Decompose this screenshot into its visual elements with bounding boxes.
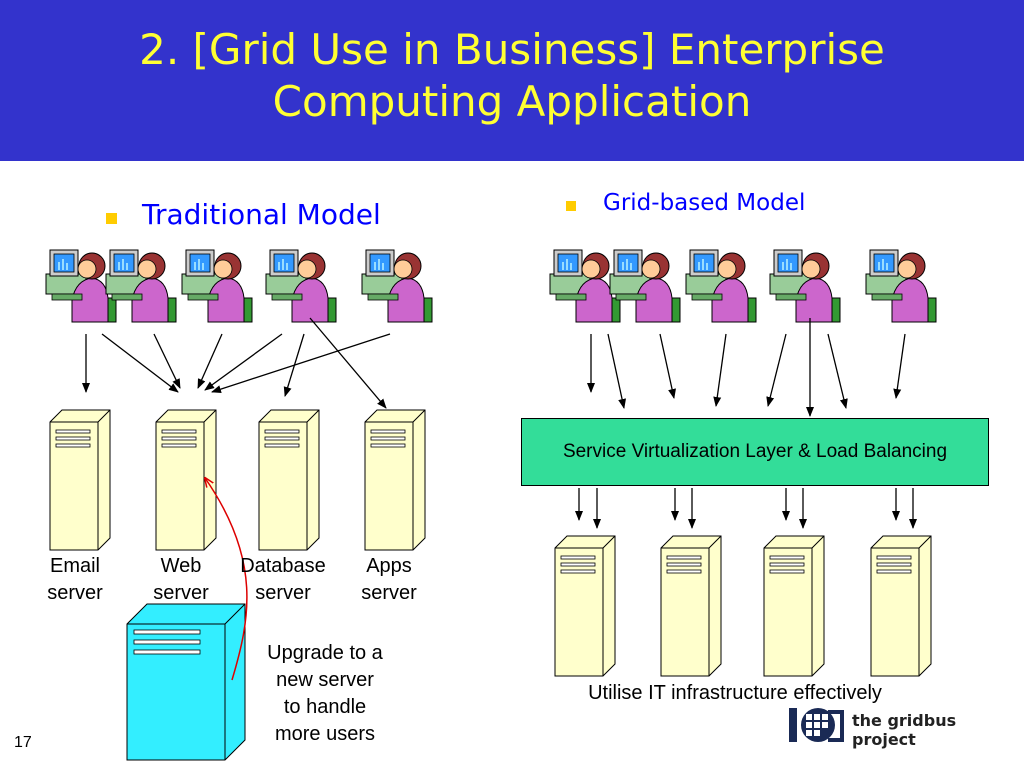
grid-server-arrows — [575, 488, 917, 529]
bullet-icon — [566, 201, 576, 211]
user-icon — [685, 249, 757, 323]
user-icon — [769, 249, 841, 323]
traditional-arrows — [82, 317, 391, 409]
bullet-icon — [106, 213, 117, 224]
new-server-icon — [126, 603, 246, 761]
traditional-heading: Traditional Model — [142, 198, 381, 231]
upgrade-arrow — [205, 478, 248, 681]
web-server-label: Web server — [153, 555, 209, 604]
slide-title-line2: Computing Application — [272, 77, 752, 126]
gridbus-logo-icon — [789, 708, 844, 742]
grid-footer-text: Utilise IT infrastructure effectively — [588, 682, 882, 704]
slide-title: 2. [Grid Use in Business] Enterprise Com… — [60, 24, 964, 128]
gridbus-logo-text: the gridbus project — [852, 711, 957, 749]
email-server-icon — [49, 409, 111, 551]
apps-server-icon — [364, 409, 426, 551]
service-virtualization-label: Service Virtualization Layer & Load Bala… — [562, 441, 948, 462]
slide-number: 17 — [14, 734, 32, 751]
grid-server-icon — [763, 535, 825, 677]
user-icon — [265, 249, 337, 323]
upgrade-note: Upgrade to a new server to handle more u… — [267, 642, 383, 745]
service-virtualization-layer: Service Virtualization Layer & Load Bala… — [521, 418, 989, 486]
user-icon — [865, 249, 937, 323]
email-server-label: Email server — [47, 555, 103, 604]
slide-title-line1: 2. [Grid Use in Business] Enterprise — [139, 25, 885, 74]
grid-heading: Grid-based Model — [603, 190, 806, 216]
title-bar — [0, 0, 1024, 161]
database-server-icon — [258, 409, 320, 551]
grid-server-icon — [870, 535, 932, 677]
apps-server-label: Apps server — [361, 555, 417, 604]
grid-user-arrows — [587, 318, 906, 417]
user-icon — [181, 249, 253, 323]
grid-server-icon — [554, 535, 616, 677]
user-icon — [361, 249, 433, 323]
grid-server-icon — [660, 535, 722, 677]
database-server-label: Database server — [240, 555, 326, 604]
